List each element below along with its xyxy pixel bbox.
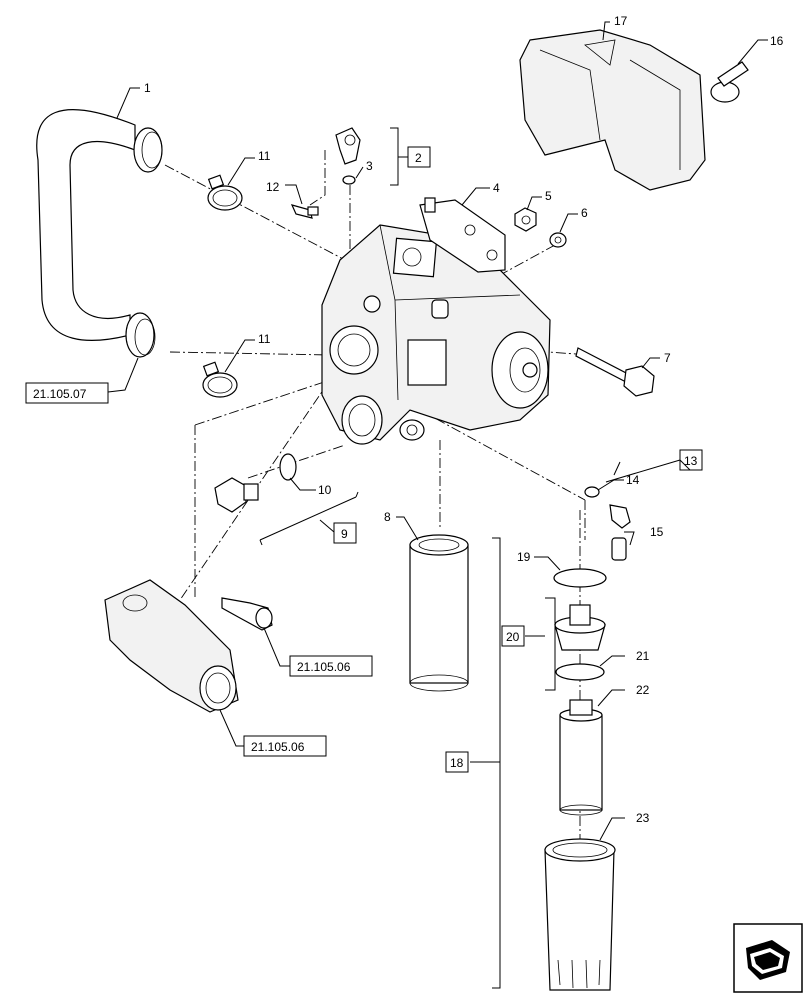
ref-sensor-link[interactable]: 21.105.06 — [297, 660, 351, 674]
elbow-fitting-15[interactable] — [609, 504, 631, 561]
ref-hose-link[interactable]: 21.105.07 — [33, 387, 87, 401]
ref-box-elbow[interactable] — [243, 735, 327, 757]
callout-13: 13 — [684, 454, 698, 468]
callout-4: 4 — [493, 181, 500, 195]
callout-7: 7 — [664, 351, 671, 365]
callout-box-18 — [445, 751, 469, 773]
o-ring-small-3[interactable] — [342, 175, 356, 185]
filter-element-22[interactable] — [559, 699, 603, 816]
o-ring-21[interactable] — [555, 663, 605, 681]
ref-box-sensor[interactable] — [289, 655, 373, 677]
callout-1: 1 — [144, 81, 151, 95]
callout-19: 19 — [517, 550, 531, 564]
hose-assembly[interactable] — [36, 109, 163, 358]
callout-box-13 — [679, 449, 703, 471]
callout-11-upper: 11 — [258, 149, 271, 163]
callout-8: 8 — [384, 510, 391, 524]
elbow-housing[interactable] — [104, 579, 239, 713]
callout-15: 15 — [650, 525, 664, 539]
next-page-arrow-icon[interactable] — [733, 923, 803, 993]
callout-5: 5 — [545, 189, 552, 203]
callout-6: 6 — [581, 206, 588, 220]
bracket-lines — [259, 127, 691, 989]
callout-21: 21 — [636, 649, 650, 663]
hose-clamp-upper[interactable] — [207, 174, 243, 211]
callout-box-20 — [501, 625, 525, 647]
ref-box-hose[interactable] — [25, 382, 109, 404]
hose-clamp-lower[interactable] — [202, 361, 238, 398]
callout-14: 14 — [626, 473, 640, 487]
callout-23: 23 — [636, 811, 650, 825]
hex-bolt[interactable] — [575, 347, 655, 397]
callout-9: 9 — [341, 527, 348, 541]
washer[interactable] — [549, 232, 567, 248]
leader-lines — [107, 21, 768, 841]
filter-cartridge[interactable] — [409, 534, 469, 692]
protective-shield[interactable] — [519, 29, 706, 191]
filter-head-20[interactable] — [554, 604, 606, 651]
callout-box-9 — [333, 522, 357, 544]
callout-20: 20 — [506, 630, 520, 644]
callout-12: 12 — [266, 180, 280, 194]
callout-box-2 — [407, 146, 431, 168]
control-valve[interactable] — [419, 197, 506, 273]
callout-18: 18 — [450, 756, 464, 770]
ref-elbow-link[interactable]: 21.105.06 — [251, 740, 305, 754]
hex-nut[interactable] — [514, 207, 537, 232]
hydraulic-pump[interactable] — [321, 224, 551, 445]
o-ring-19[interactable] — [553, 568, 607, 588]
elbow-fitting-top[interactable] — [335, 127, 361, 165]
filter-bowl-23[interactable] — [544, 838, 616, 991]
o-ring-14[interactable] — [584, 486, 600, 498]
bleed-screw[interactable] — [290, 204, 319, 219]
callout-3: 3 — [366, 159, 373, 173]
callout-10: 10 — [318, 483, 332, 497]
callout-22: 22 — [636, 683, 650, 697]
callout-2: 2 — [415, 151, 422, 165]
o-ring-10[interactable] — [279, 453, 297, 481]
pressure-sensor[interactable] — [221, 597, 273, 631]
callout-11-lower: 11 — [258, 332, 271, 346]
callout-16: 16 — [770, 34, 784, 48]
plug-fitting[interactable] — [214, 477, 259, 513]
callout-17: 17 — [614, 14, 628, 28]
band-clamp[interactable] — [710, 61, 749, 103]
